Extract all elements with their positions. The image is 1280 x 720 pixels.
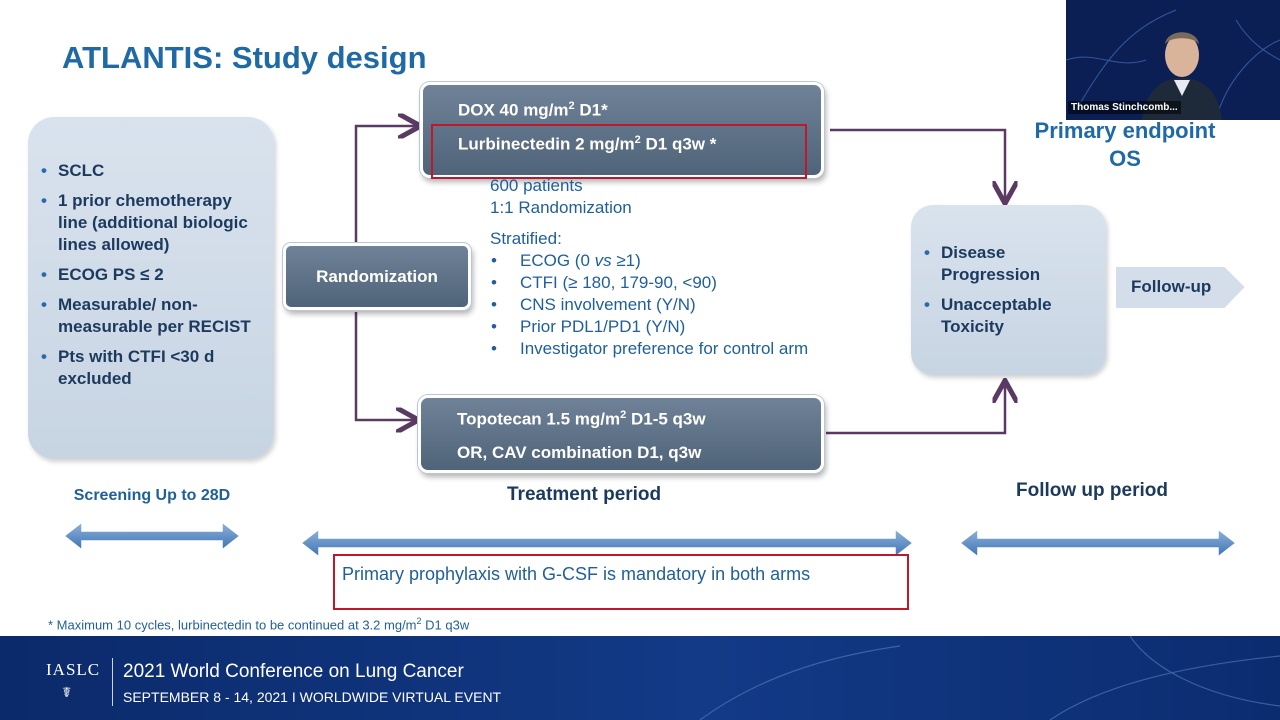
follow-up-label: Follow-up xyxy=(1131,277,1212,296)
iaslc-logo-icon: ☤ xyxy=(62,684,72,700)
gcsf-highlight-frame xyxy=(333,554,909,610)
eligibility-item: Measurable/ non-measurable per RECIST xyxy=(41,294,264,338)
banner-decoration xyxy=(699,636,1280,720)
iaslc-logo-text: IASLC xyxy=(46,660,101,679)
arm-a-lurbinectedin-line: Lurbinectedin 2 mg/m2 D1 q3w * xyxy=(458,134,717,154)
stratification-item: ECOG (0 vs ≥1) xyxy=(491,250,810,272)
design-details: 600 patients 1:1 Randomization Stratifie… xyxy=(490,175,810,360)
speaker-name: Thomas Stinchcomb... xyxy=(1068,101,1181,114)
follow-up-arrow-shape xyxy=(1114,265,1248,310)
screening-period-arrow xyxy=(62,520,242,552)
randomization-ratio: 1:1 Randomization xyxy=(490,198,632,217)
conference-title: 2021 World Conference on Lung Cancer xyxy=(123,661,464,682)
randomization-box: Randomization xyxy=(283,243,471,310)
patients-count: 600 patients xyxy=(490,176,583,195)
primary-endpoint: Primary endpoint OS xyxy=(1020,117,1230,173)
primary-endpoint-value: OS xyxy=(1109,146,1141,171)
stratification-item: CNS involvement (Y/N) xyxy=(491,294,810,316)
eligibility-item: 1 prior chemotherapy line (additional bi… xyxy=(41,190,264,256)
stratification-item: Investigator preference for control arm xyxy=(491,338,810,360)
conference-banner xyxy=(0,636,1280,720)
stratification-item: Prior PDL1/PD1 (Y/N) xyxy=(491,316,810,338)
arm-b-cav-line: OR, CAV combination D1, q3w xyxy=(457,443,702,462)
eligibility-item: Pts with CTFI <30 d excluded xyxy=(41,346,264,390)
speaker-video[interactable] xyxy=(1066,0,1280,120)
experimental-arm-box: DOX 40 mg/m2 D1* Lurbinectedin 2 mg/m2 D… xyxy=(420,82,824,178)
stratification-item: CTFI (≥ 180, 179-90, <90) xyxy=(491,272,810,294)
slide-title: ATLANTIS: Study design xyxy=(62,40,427,75)
treatment-period-arrow xyxy=(299,527,915,559)
gcsf-note: Primary prophylaxis with G-CSF is mandat… xyxy=(342,564,811,584)
control-arm-box: Topotecan 1.5 mg/m2 D1-5 q3w OR, CAV com… xyxy=(418,395,824,473)
lurbinectedin-highlight-frame xyxy=(431,124,807,179)
screening-period-label: Screening Up to 28D xyxy=(73,487,231,504)
outcome-item: Disease Progression xyxy=(924,242,1098,286)
treatment-period-label: Treatment period xyxy=(507,484,662,505)
banner-divider xyxy=(112,658,113,706)
discontinuation-box: Disease Progression Unacceptable Toxicit… xyxy=(911,205,1106,375)
footnote: * Maximum 10 cycles, lurbinectedin to be… xyxy=(48,616,470,633)
eligibility-item: SCLC xyxy=(41,160,264,182)
eligibility-item: ECOG PS ≤ 2 xyxy=(41,264,264,286)
arm-b-topotecan-line: Topotecan 1.5 mg/m2 D1-5 q3w xyxy=(457,409,706,429)
primary-endpoint-label: Primary endpoint xyxy=(1034,118,1216,143)
eligibility-box: SCLC 1 prior chemotherapy line (addition… xyxy=(28,117,274,459)
conference-dates: SEPTEMBER 8 - 14, 2021 I WORLDWIDE VIRTU… xyxy=(123,689,502,705)
followup-period-arrow xyxy=(958,527,1238,559)
speaker-video-image xyxy=(1066,0,1280,120)
outcome-item: Unacceptable Toxicity xyxy=(924,294,1098,338)
arm-a-dox-line: DOX 40 mg/m2 D1* xyxy=(458,100,608,120)
followup-period-label: Follow up period xyxy=(1016,480,1168,501)
stratified-label: Stratified: xyxy=(490,229,562,248)
